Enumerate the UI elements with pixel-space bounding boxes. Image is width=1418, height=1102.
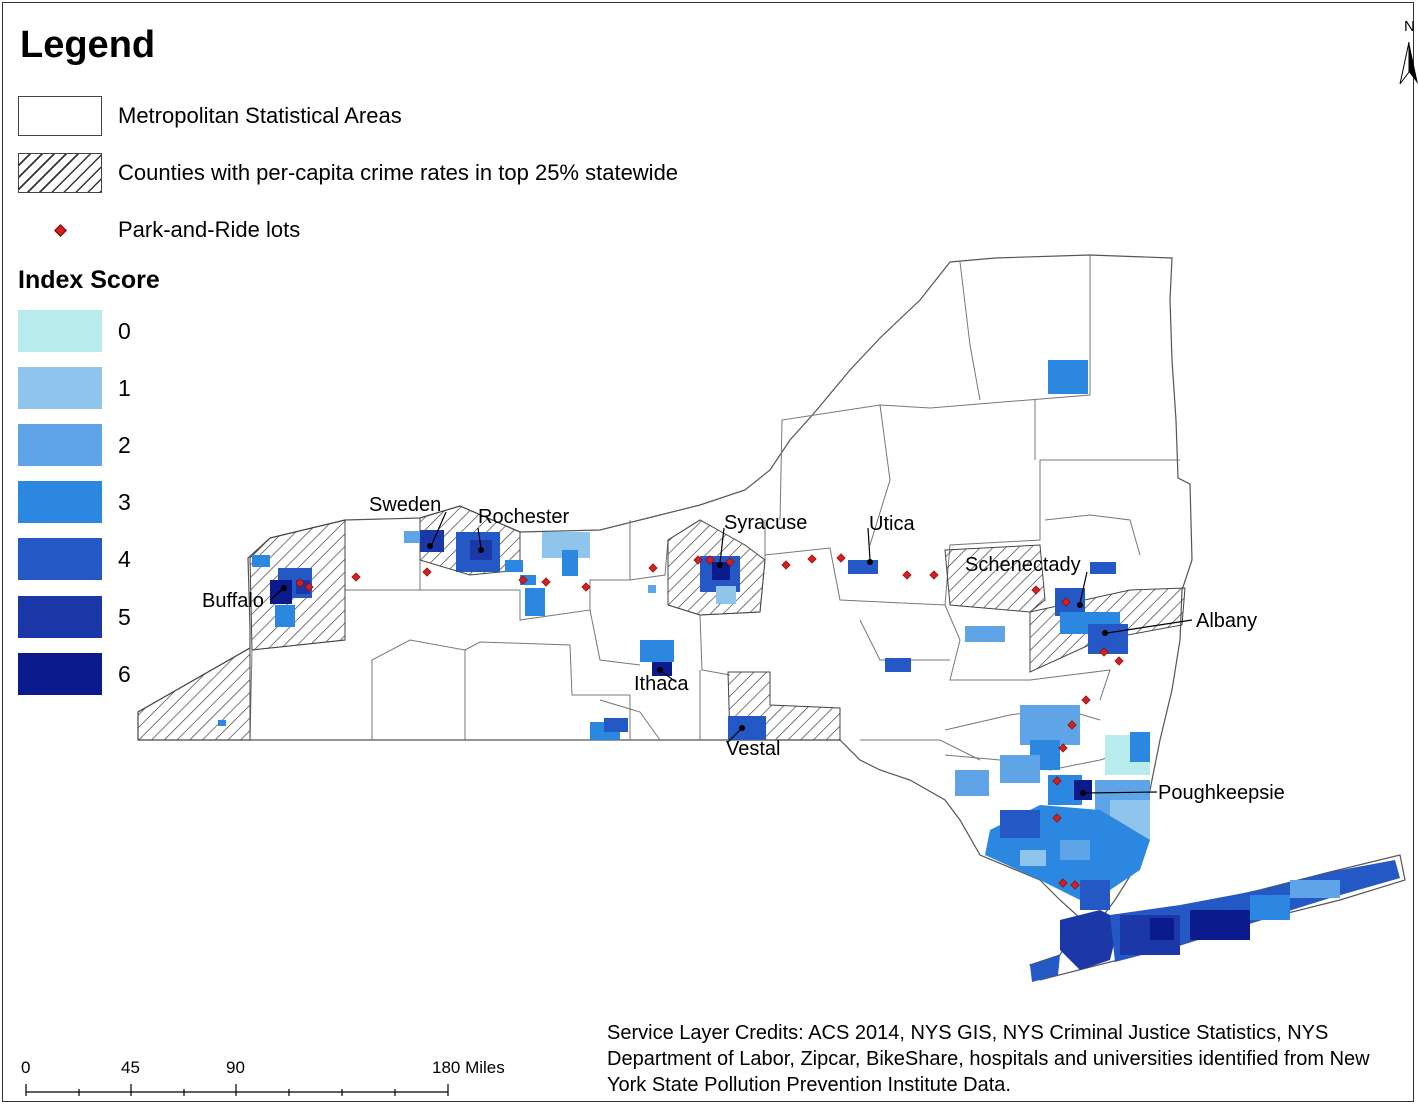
park-and-ride-lot <box>807 554 817 564</box>
score-label: 4 <box>118 545 131 572</box>
city-label-albany: Albany <box>1196 610 1257 632</box>
park-and-ride-lot <box>1052 776 1062 786</box>
score-swatch <box>18 310 102 352</box>
score-swatch <box>18 481 102 523</box>
park-and-ride-lot <box>705 555 715 565</box>
city-label-vestal: Vestal <box>726 738 780 760</box>
score-swatch <box>18 653 102 695</box>
city-label-sweden: Sweden <box>369 494 441 516</box>
legend-item-high-crime: Counties with per-capita crime rates in … <box>18 151 678 195</box>
legend-item-label: Park-and-Ride lots <box>118 217 301 242</box>
park-and-ride-lot <box>693 555 703 565</box>
park-and-ride-lot <box>929 570 939 580</box>
park-and-ride-lot <box>1058 878 1068 888</box>
city-label-rochester: Rochester <box>478 506 569 528</box>
legend-item-label: Counties with per-capita crime rates in … <box>118 160 679 185</box>
city-leader-lines <box>269 511 1193 794</box>
park-and-ride-lot <box>1052 813 1062 823</box>
park-and-ride-lot <box>1067 720 1077 730</box>
service-layer-credits: Service Layer Credits: ACS 2014, NYS GIS… <box>607 1022 1370 1096</box>
legend-item-park-and-ride: Park-and-Ride lots <box>18 208 300 252</box>
park-and-ride-lot <box>648 563 658 573</box>
park-and-ride-lot <box>1114 656 1124 666</box>
index-score-title: Index Score <box>18 266 160 294</box>
park-and-ride-lot <box>902 570 912 580</box>
score-label: 2 <box>118 431 131 458</box>
park-and-ride-lot <box>1058 743 1068 753</box>
scale-bar <box>25 1084 449 1096</box>
score-class-5: 5 <box>18 596 131 638</box>
score-swatch <box>18 424 102 466</box>
score-swatch <box>18 538 102 580</box>
score-swatch <box>18 367 102 409</box>
park-and-ride-lot <box>351 572 361 582</box>
scale-label-90: 90 <box>226 1058 245 1077</box>
north-label: N <box>1404 18 1415 35</box>
city-label-schenectady: Schenectady <box>965 554 1081 576</box>
msa-swatch <box>18 96 102 136</box>
north-arrow-icon <box>1399 41 1418 85</box>
park-and-ride-lot <box>1031 585 1041 595</box>
park-and-ride-lot <box>836 553 846 563</box>
score-class-2: 2 <box>18 424 131 466</box>
score-label: 1 <box>118 374 131 401</box>
score-class-6: 6 <box>18 653 131 695</box>
scale-label-0: 0 <box>21 1058 31 1077</box>
score-class-4: 4 <box>18 538 131 580</box>
park-and-ride-lot <box>781 560 791 570</box>
city-label-poughkeepsie: Poughkeepsie <box>1158 782 1285 804</box>
city-label-utica: Utica <box>869 513 915 535</box>
city-labels: Buffalo Sweden Rochester Syracuse Utica … <box>202 494 1285 804</box>
park-and-ride-icon <box>53 223 67 237</box>
score-label: 5 <box>118 603 131 630</box>
score-label: 3 <box>118 488 131 515</box>
park-and-ride-lot <box>422 567 432 577</box>
index-score-tracts <box>218 360 1400 982</box>
city-label-buffalo: Buffalo <box>202 590 264 612</box>
score-class-3: 3 <box>18 481 131 523</box>
park-and-ride-lot <box>304 582 314 592</box>
score-label: 6 <box>118 660 131 687</box>
score-class-0: 0 <box>18 310 131 352</box>
legend-item-msa: Metropolitan Statistical Areas <box>18 94 402 138</box>
scale-label-180: 180 Miles <box>432 1058 505 1077</box>
park-and-ride-lot <box>1061 597 1071 607</box>
park-and-ride-lot <box>581 582 591 592</box>
score-class-1: 1 <box>18 367 131 409</box>
scale-label-45: 45 <box>121 1058 140 1077</box>
legend-item-label: Metropolitan Statistical Areas <box>118 103 402 128</box>
park-and-ride-lot <box>1081 695 1091 705</box>
park-and-ride-lot <box>518 575 528 585</box>
park-and-ride-lots <box>295 553 1124 890</box>
park-and-ride-lot <box>725 557 735 567</box>
hatch-swatch <box>18 153 102 193</box>
score-swatch <box>18 596 102 638</box>
park-and-ride-lot <box>541 577 551 587</box>
park-and-ride-lot <box>1099 647 1109 657</box>
score-label: 0 <box>118 317 131 344</box>
park-and-ride-lot <box>1070 880 1080 890</box>
city-label-ithaca: Ithaca <box>634 673 689 695</box>
city-label-syracuse: Syracuse <box>724 512 807 534</box>
park-and-ride-lot <box>295 578 305 588</box>
legend-title: Legend <box>20 24 156 66</box>
